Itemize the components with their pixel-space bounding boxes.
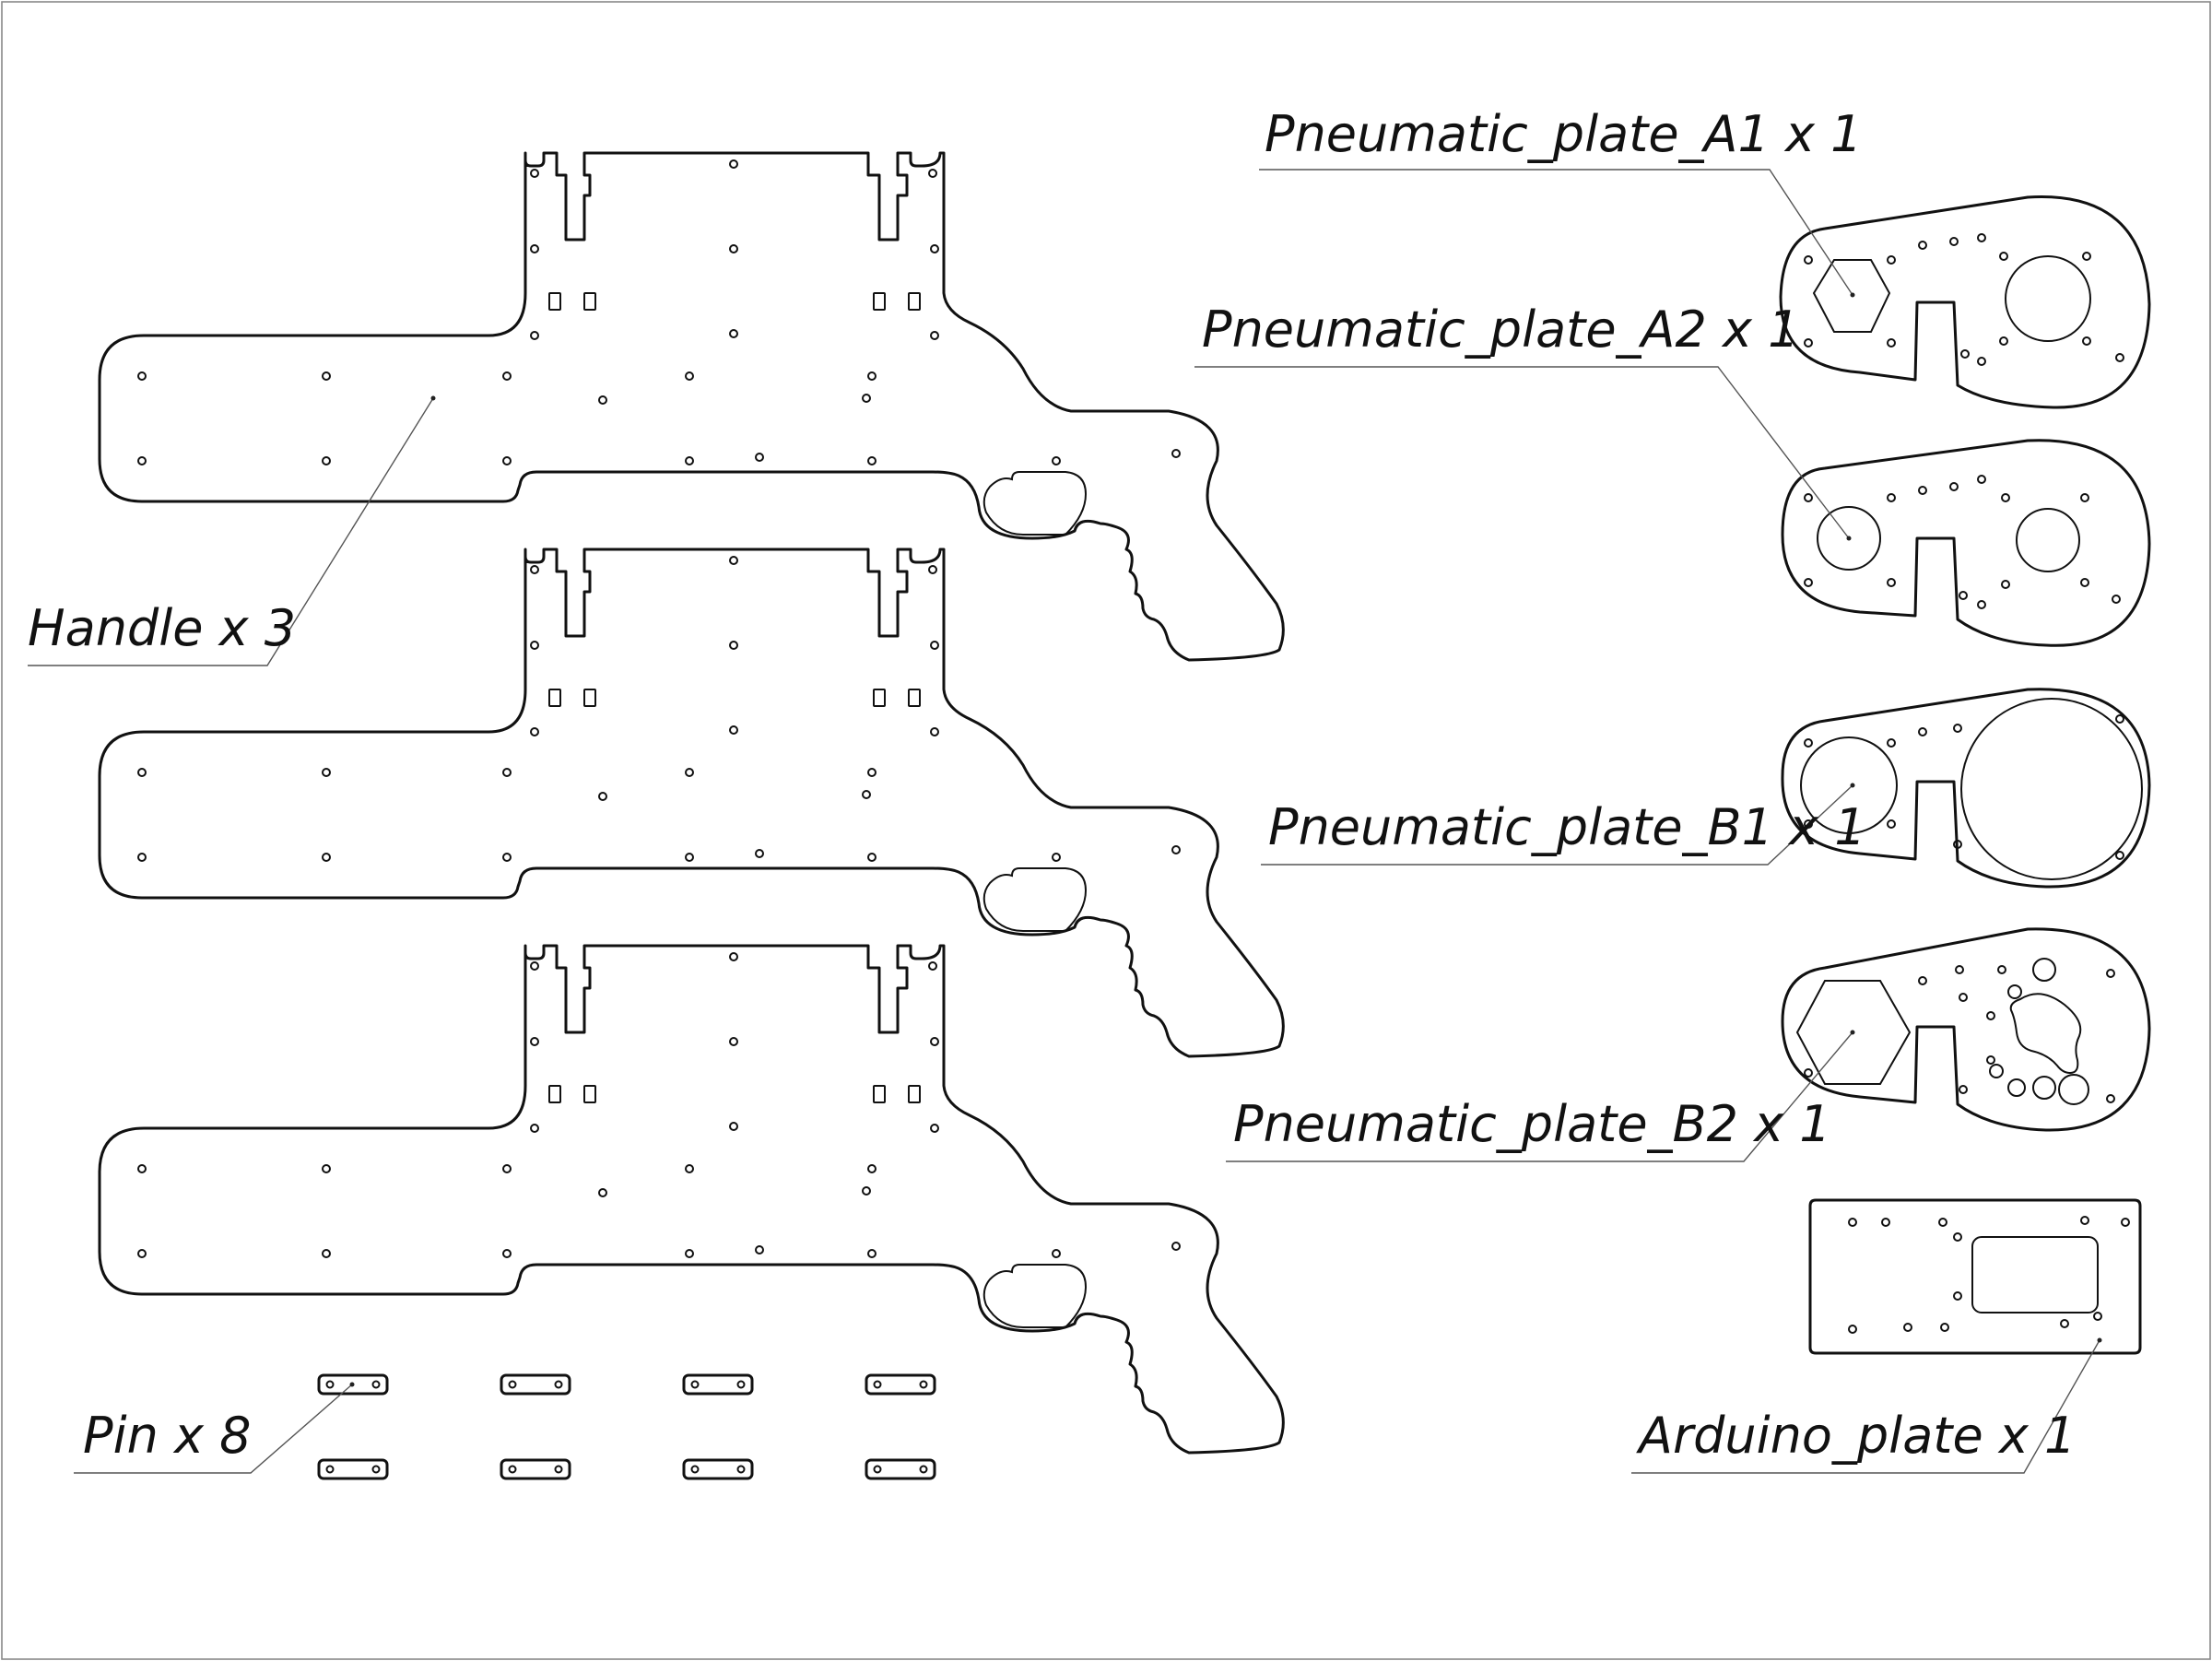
leader-arduino xyxy=(1631,1339,2100,1474)
leader-pin xyxy=(74,1384,353,1474)
arduino-plate xyxy=(1808,1198,2142,1355)
label-leaders xyxy=(28,169,2102,1474)
pneumatic-plate-a2 xyxy=(1781,439,2151,647)
leader-pneumatic-b1 xyxy=(1261,784,1853,866)
label-handle: Handle x 3 xyxy=(28,599,296,657)
label-pin: Pin x 8 xyxy=(83,1407,251,1465)
label-pneumatic-a1: Pneumatic_plate_A1 x 1 xyxy=(1265,105,1863,163)
leader-pneumatic-b2 xyxy=(1226,1031,1853,1162)
label-arduino: Arduino_plate x 1 xyxy=(1636,1407,2076,1465)
label-pneumatic-a2: Pneumatic_plate_A2 x 1 xyxy=(1202,300,1800,359)
pneumatic-plate-a1 xyxy=(1779,195,2151,409)
label-pneumatic-b2: Pneumatic_plate_B2 x 1 xyxy=(1233,1095,1831,1153)
pneumatic-plate-b2 xyxy=(1781,927,2151,1132)
leader-handle xyxy=(28,397,434,666)
pneumatic-plate-b1 xyxy=(1781,688,2151,889)
leader-pneumatic-a2 xyxy=(1194,366,1850,539)
leader-pneumatic-a1 xyxy=(1259,169,1853,296)
label-pneumatic-b1: Pneumatic_plate_B1 x 1 xyxy=(1268,798,1866,856)
